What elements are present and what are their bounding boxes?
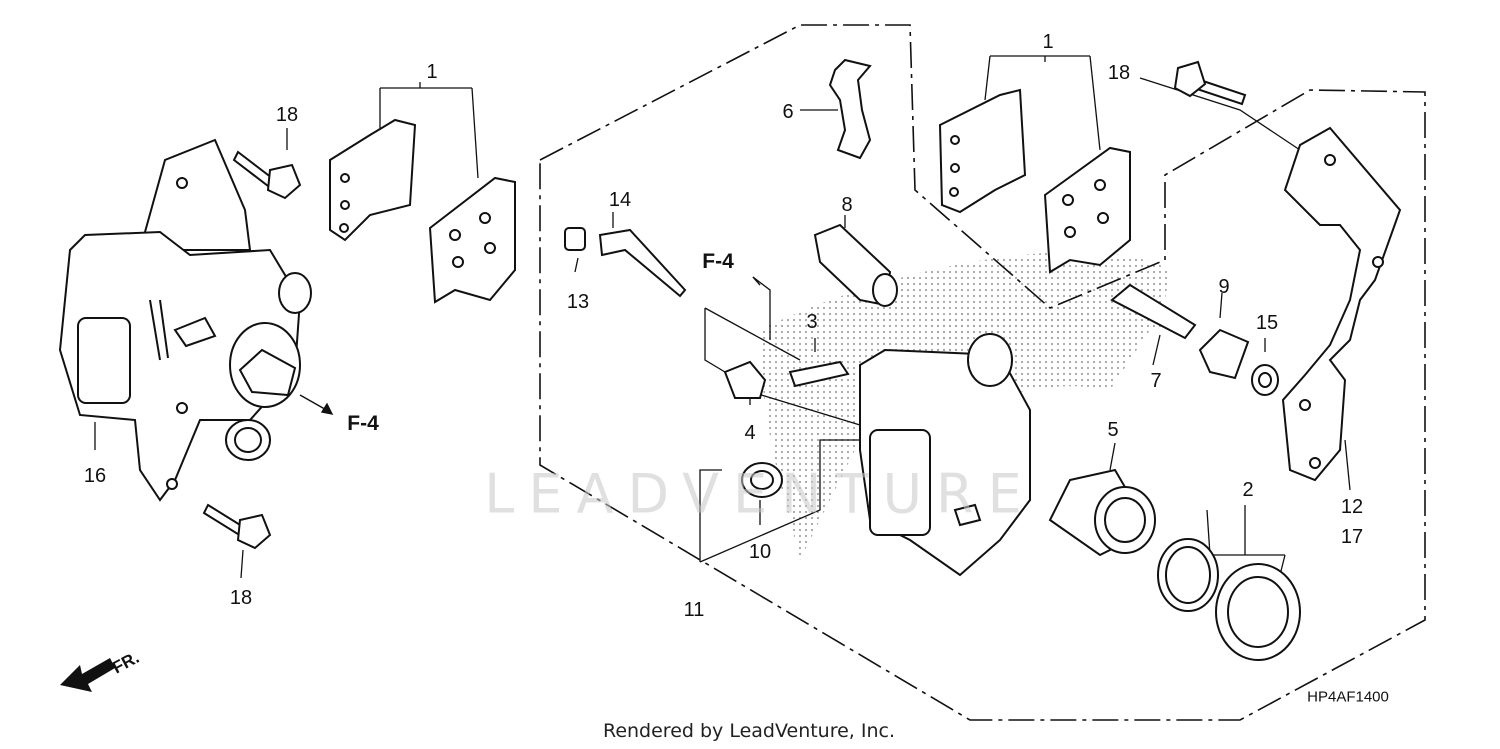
callout-18-right: 18 [1107, 62, 1131, 84]
watermark-text: LEADVENTURE [484, 462, 1036, 526]
brake-pads-left [329, 118, 516, 304]
callout-18-top: 18 [275, 104, 299, 126]
bracket-12 [1281, 126, 1402, 482]
callout-15: 15 [1255, 312, 1279, 334]
ref-f4-left: F-4 [347, 412, 379, 435]
front-arrow [60, 658, 115, 692]
pad-spring-6 [828, 58, 872, 160]
caliper-kit-outline [539, 24, 1426, 721]
bolts-18 [202, 60, 1247, 550]
ref-f4-middle: F-4 [702, 250, 734, 273]
diagram-code: HP4AF1400 [1307, 688, 1389, 706]
callout-5: 5 [1107, 419, 1119, 441]
callout-8: 8 [841, 194, 853, 216]
bleeder-3-cap-4 [723, 360, 850, 399]
callout-9: 9 [1218, 276, 1230, 298]
callout-17: 17 [1340, 526, 1364, 548]
piston-5 [1048, 468, 1156, 557]
callout-12: 12 [1340, 496, 1364, 518]
callout-6: 6 [782, 101, 794, 123]
caliper-body [859, 333, 1031, 577]
render-credit: Rendered by LeadVenture, Inc. [602, 720, 896, 742]
pin-7-boot-9-washer-15 [1110, 283, 1279, 396]
callout-16: 16 [83, 465, 107, 487]
callout-4: 4 [744, 422, 756, 444]
brake-pads-right [938, 88, 1131, 274]
pin-14-plug-13 [564, 227, 687, 298]
callout-11: 11 [683, 599, 705, 621]
callout-13: 13 [566, 291, 590, 313]
callout-14: 14 [608, 189, 632, 211]
f4-arrows [299, 276, 761, 415]
callout-1-right: 1 [1042, 31, 1054, 53]
boot-10 [741, 462, 783, 498]
callout-3: 3 [806, 311, 818, 333]
seals-2 [1157, 538, 1301, 661]
callout-1-left: 1 [426, 61, 438, 83]
leader-lines [94, 55, 1351, 579]
callout-2: 2 [1242, 479, 1254, 501]
boot-8 [813, 223, 898, 307]
caliper-assembly-16 [58, 138, 312, 502]
callout-18-bottom: 18 [229, 587, 253, 609]
callout-7: 7 [1150, 370, 1162, 392]
callout-10: 10 [748, 541, 772, 563]
